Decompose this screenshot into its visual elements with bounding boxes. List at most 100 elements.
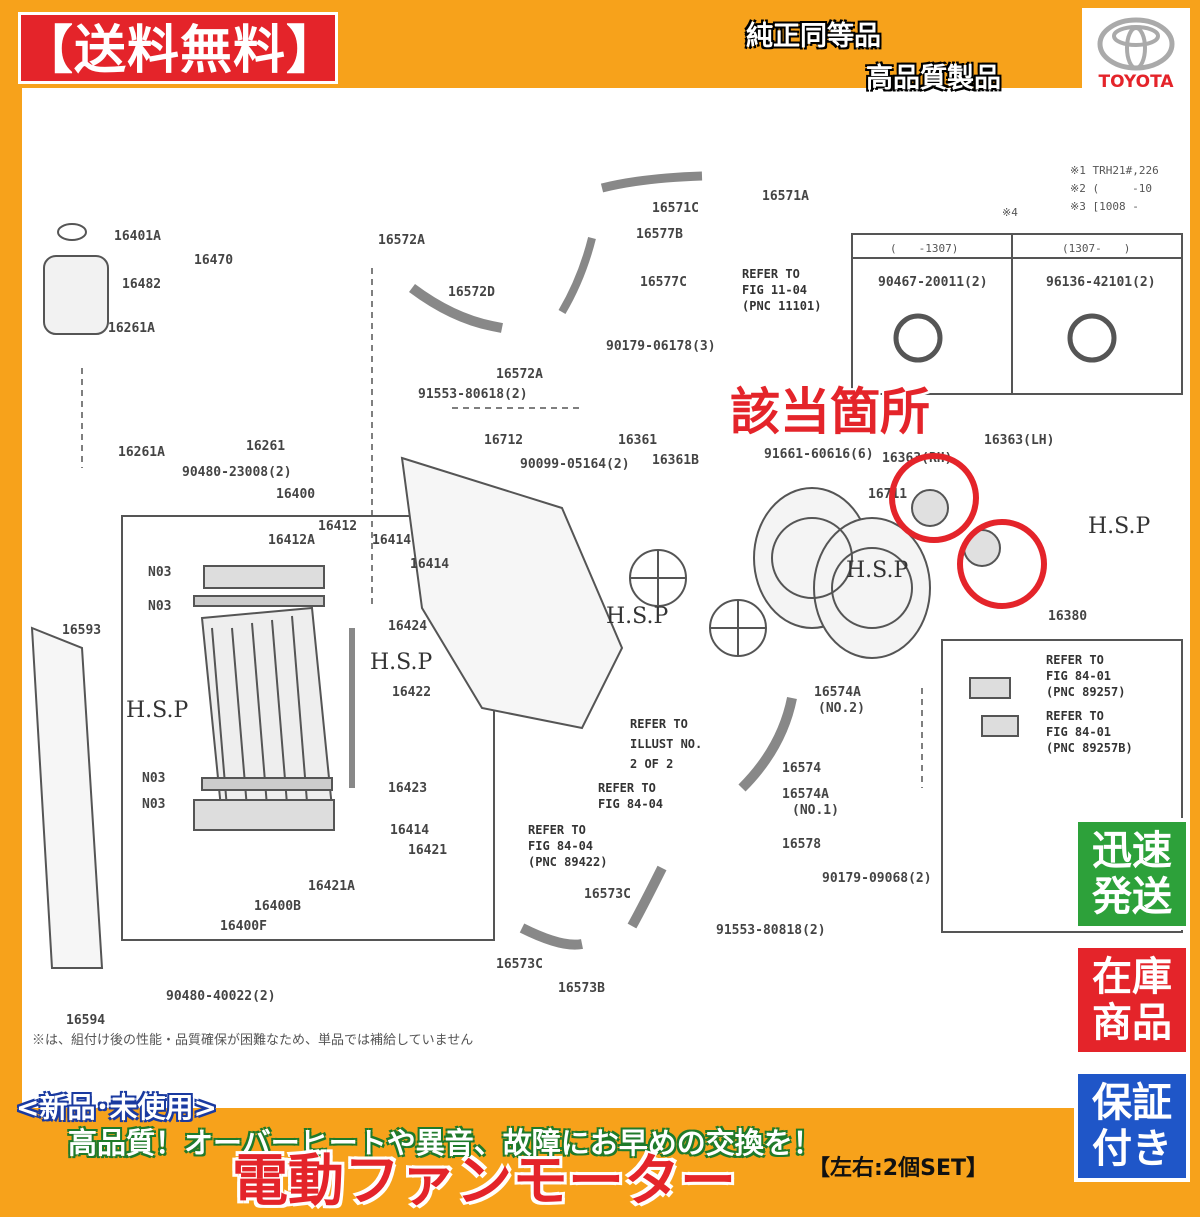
- reservoir-tank: [43, 255, 109, 335]
- pn: 16577C: [640, 275, 687, 290]
- pn: 16470: [194, 253, 233, 268]
- product-title: 電動ファンモーター: [232, 1149, 736, 1214]
- condition-label: <新品･未使用>: [16, 1091, 217, 1124]
- pn: 90480-40022(2): [166, 989, 276, 1004]
- svg-text:REFER TO: REFER TO: [528, 823, 586, 837]
- pn: 16363(LH): [984, 433, 1054, 448]
- lower-hose: [738, 696, 797, 792]
- pn: 16421A: [308, 879, 355, 894]
- svg-text:REFER TO: REFER TO: [630, 717, 688, 731]
- pn: 16573B: [558, 981, 605, 996]
- highlight-lh: [957, 519, 1047, 609]
- pn: 16412: [318, 519, 357, 534]
- svg-text:FIG 84-01: FIG 84-01: [1046, 669, 1111, 683]
- badge-warranty: 保証 付き: [1074, 1070, 1190, 1182]
- part-numbers: 16401A 16470 16482 16261A 16261A 16261 9…: [62, 189, 1156, 1028]
- pn: 16571A: [762, 189, 809, 204]
- pn: 90467-20011(2): [878, 275, 988, 290]
- header-line2: 高品質製品: [866, 63, 1001, 94]
- badge-in-stock: 在庫 商品: [1074, 944, 1190, 1056]
- diagram-footnote: ※は、組付け後の性能・品質確保が困難なため、単品では補給していません: [32, 1032, 473, 1048]
- pn: 16421: [408, 843, 447, 858]
- badge-line: 迅速: [1092, 828, 1172, 874]
- svg-text:(PNC 89422): (PNC 89422): [528, 855, 607, 869]
- shroud: [400, 456, 624, 730]
- svg-text:ILLUST NO.: ILLUST NO.: [630, 737, 702, 751]
- svg-text:FIG 84-04: FIG 84-04: [528, 839, 593, 853]
- upper-hose: [409, 283, 503, 333]
- svg-text:(PNC 89257): (PNC 89257): [1046, 685, 1125, 699]
- pn: 16573C: [584, 887, 631, 902]
- highlight-rh: [889, 453, 979, 543]
- relay-box: [941, 639, 1183, 933]
- pn: 90179-09068(2): [822, 871, 932, 886]
- toyota-logo: [1082, 8, 1190, 96]
- pn: 16711: [868, 487, 907, 502]
- pn: 16380: [1048, 609, 1087, 624]
- pn: 16572A: [378, 233, 425, 248]
- brand-name: TOYOTA: [1098, 72, 1174, 92]
- svg-text:※3 [1008 -: ※3 [1008 -: [1070, 200, 1139, 213]
- pn: 16400F: [220, 919, 267, 934]
- pn: 16261A: [108, 321, 155, 336]
- pn: 16261A: [118, 445, 165, 460]
- pn: 90179-06178(3): [606, 339, 716, 354]
- pn: N03: [142, 771, 165, 786]
- svg-text:2 OF 2: 2 OF 2: [630, 757, 673, 771]
- watermark: H.S.P: [126, 698, 189, 723]
- svg-text:※2 ( -10: ※2 ( -10: [1070, 182, 1152, 195]
- watermark: H.S.P: [1088, 514, 1151, 539]
- svg-text:(PNC 11101): (PNC 11101): [742, 299, 821, 313]
- diagram-svg: 16401A 16470 16482 16261A 16261A 16261 9…: [30, 164, 1183, 1048]
- pn: 16574A: [782, 787, 829, 802]
- side-bracket: [30, 626, 104, 969]
- refer-notes: REFER TO FIG 11-04 (PNC 11101) REFER TO …: [528, 267, 1133, 869]
- pn: 16482: [122, 277, 161, 292]
- watermark: H.S.P: [370, 650, 433, 675]
- pn: 16577B: [636, 227, 683, 242]
- svg-text:REFER TO: REFER TO: [1046, 709, 1104, 723]
- svg-text:※4: ※4: [1002, 206, 1018, 219]
- badge-line: 商品: [1092, 1000, 1172, 1046]
- svg-text:REFER TO: REFER TO: [1046, 653, 1104, 667]
- svg-text:※1 TRH21#,226: ※1 TRH21#,226: [1070, 164, 1159, 177]
- pn: 96136-42101(2): [1046, 275, 1156, 290]
- pn: 16593: [62, 623, 101, 638]
- badge-line: 在庫: [1092, 954, 1172, 1000]
- svg-text:( -1307): ( -1307): [890, 242, 958, 255]
- pn: 16400B: [254, 899, 301, 914]
- watermark: H.S.P: [846, 558, 909, 583]
- pn: N03: [148, 599, 171, 614]
- svg-text:REFER TO: REFER TO: [598, 781, 656, 795]
- badge-line: 発送: [1092, 874, 1172, 920]
- pn: 16712: [484, 433, 523, 448]
- header-line1: 純正同等品: [746, 21, 881, 52]
- pn: 90099-05164(2): [520, 457, 630, 472]
- pn: 16574: [782, 761, 821, 776]
- watermark: H.S.P: [606, 604, 669, 629]
- parts-diagram: 16401A 16470 16482 16261A 16261A 16261 9…: [22, 88, 1190, 1108]
- pn: 16424: [388, 619, 427, 634]
- pn: 16261: [246, 439, 285, 454]
- pn: 16414: [372, 533, 411, 548]
- pn: 16422: [392, 685, 431, 700]
- pn: 90480-23008(2): [182, 465, 292, 480]
- svg-text:REFER TO: REFER TO: [742, 267, 800, 281]
- pn: 16574A: [814, 685, 861, 700]
- pn: 91553-80818(2): [716, 923, 826, 938]
- pn: 16401A: [114, 229, 161, 244]
- badge-line: 保証: [1092, 1080, 1172, 1126]
- pn: 16572A: [496, 367, 543, 382]
- pn: 16412A: [268, 533, 315, 548]
- pn: 16571C: [652, 201, 699, 216]
- highlight-callout: 該当箇所: [730, 383, 930, 441]
- pn: 16572D: [448, 285, 495, 300]
- pn: 16400: [276, 487, 315, 502]
- fan-shroud-lh: [813, 517, 931, 659]
- pn: 16578: [782, 837, 821, 852]
- pn: 91661-60616(6): [764, 447, 874, 462]
- pn: 16573C: [496, 957, 543, 972]
- svg-text:(PNC 89257B): (PNC 89257B): [1046, 741, 1133, 755]
- svg-text:(1307- ): (1307- ): [1062, 242, 1130, 255]
- pn: 16423: [388, 781, 427, 796]
